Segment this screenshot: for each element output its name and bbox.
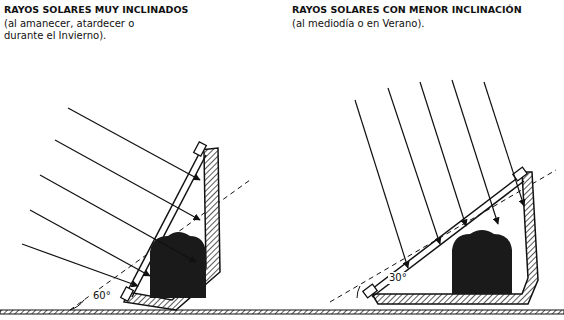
heading: RAYOS SOLARES MUY INCLINADOS <box>4 4 188 15</box>
subheading: (al amanecer, atardecer o durante el Inv… <box>4 18 174 42</box>
left-cooker <box>22 108 250 310</box>
right-cooker <box>330 80 556 304</box>
angle-label: 60° <box>92 290 112 302</box>
heading: RAYOS SOLARES CON MENOR INCLINACIÓN <box>292 4 522 15</box>
subheading: (al mediodía o en Verano). <box>292 18 512 30</box>
angle-label: 30° <box>388 272 408 284</box>
ground <box>0 310 564 314</box>
